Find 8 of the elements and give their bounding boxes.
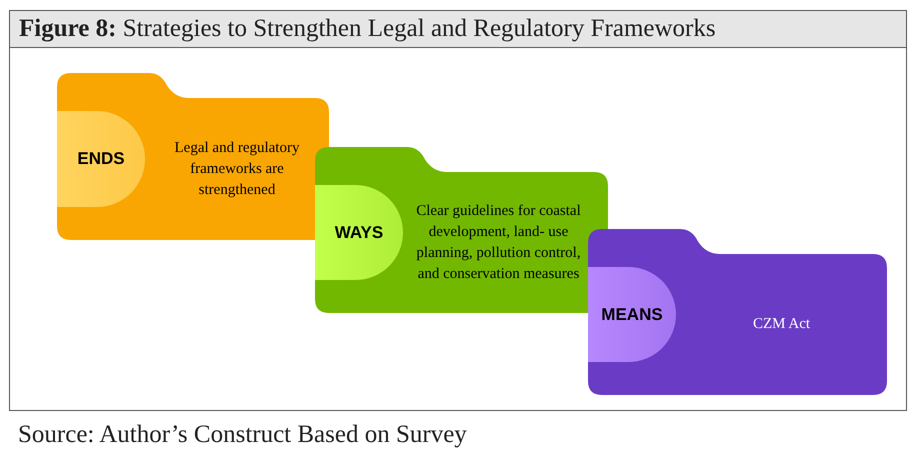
source-caption: Source: Author’s Construct Based on Survey xyxy=(18,421,467,448)
stage-heading: ENDS xyxy=(77,148,125,170)
stage-description: CZM Act xyxy=(752,315,810,334)
stage-heading: MEANS xyxy=(601,304,663,326)
stage-description: Clear guidelines for coastal development, land- use planning, pollution control, and conservation measures xyxy=(415,202,582,284)
stage-description: Legal and regulatory frameworks are strengthened xyxy=(174,138,300,200)
stage-heading: WAYS xyxy=(334,222,384,244)
figure-title: Figure 8: Strategies to Strengthen Legal and Regulatory Frameworks xyxy=(19,14,716,44)
